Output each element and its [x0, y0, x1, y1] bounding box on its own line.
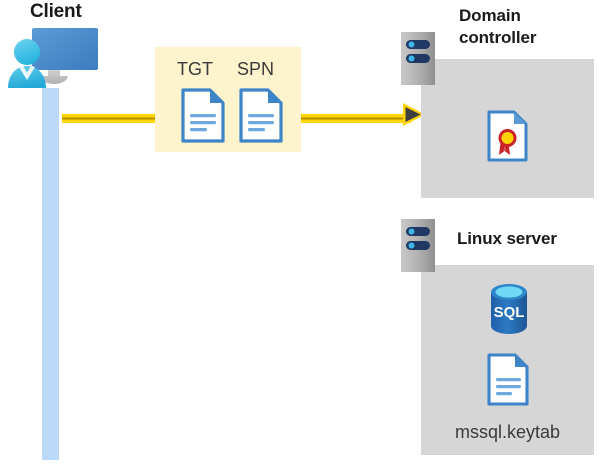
domain-controller-title: Domain controller	[459, 5, 599, 49]
request-arrow-head-icon	[403, 103, 425, 126]
keytab-filename-label: mssql.keytab	[454, 422, 561, 442]
linux-server-rack-icon	[401, 219, 435, 272]
linux-server-title: Linux server	[457, 229, 557, 248]
client-label: Client	[30, 1, 82, 22]
request-arrow-segment-right	[299, 110, 411, 123]
client-lifeline	[42, 88, 59, 460]
domain-controller-title-line2: controller	[459, 27, 537, 47]
keytab-document-icon	[487, 353, 529, 411]
spn-document-icon	[239, 88, 283, 148]
certificate-document-icon	[487, 110, 528, 167]
domain-controller-title-line1: Domain	[459, 6, 521, 25]
sql-database-icon: SQL	[485, 283, 533, 340]
ticket-box: TGT SPN	[155, 47, 301, 152]
domain-controller-server-rack-icon	[401, 32, 435, 85]
client-user-monitor-icon	[6, 26, 102, 94]
request-arrow-segment-left	[62, 110, 157, 123]
tgt-document-icon	[181, 88, 225, 148]
tgt-label: TGT	[177, 59, 213, 79]
spn-label: SPN	[237, 59, 275, 79]
svg-text:SQL: SQL	[494, 304, 525, 321]
